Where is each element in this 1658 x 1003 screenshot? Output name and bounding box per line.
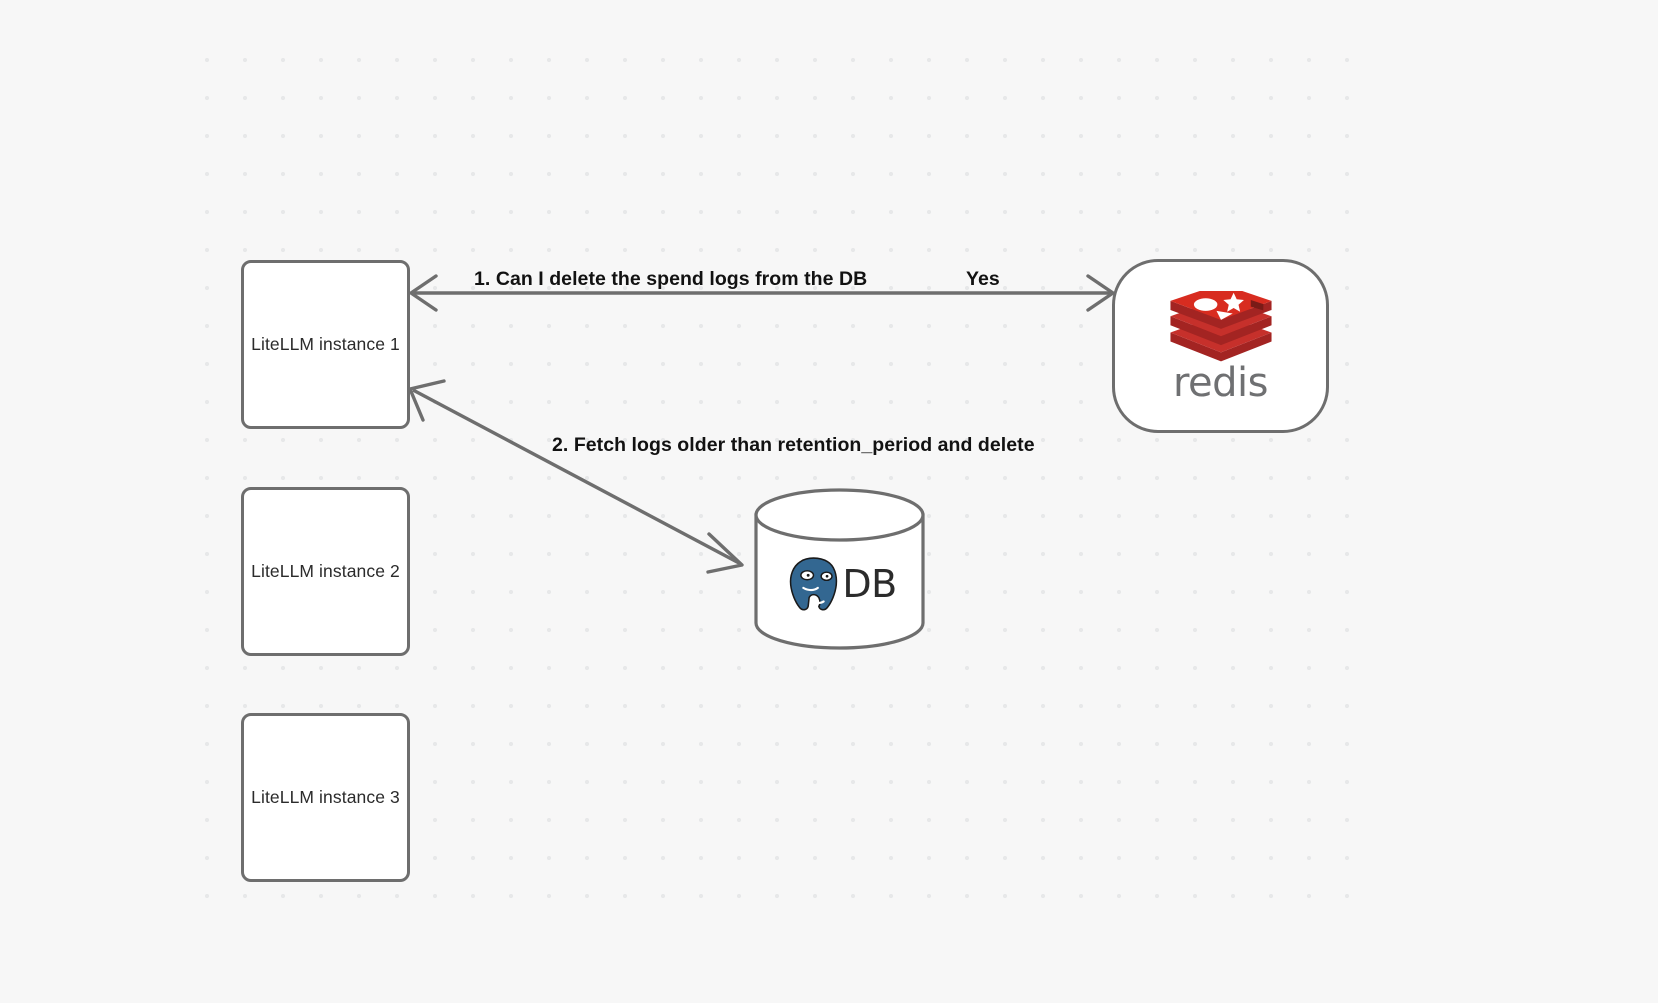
- node-label: LiteLLM instance 1: [251, 334, 400, 354]
- db-label: DB: [842, 562, 897, 606]
- node-litellm-instance-1[interactable]: LiteLLM instance 1: [241, 260, 410, 429]
- node-litellm-instance-2[interactable]: LiteLLM instance 2: [241, 487, 410, 656]
- node-label: LiteLLM instance 3: [251, 787, 400, 807]
- node-redis[interactable]: redis: [1112, 259, 1329, 433]
- edge-label-step-1: 1. Can I delete the spend logs from the …: [474, 268, 868, 290]
- node-db[interactable]: DB: [753, 487, 926, 651]
- edge-label-reply-yes: Yes: [966, 268, 1000, 290]
- db-content: DB: [753, 487, 926, 651]
- redis-wordmark: redis: [1172, 360, 1269, 406]
- redis-logo-icon: [1169, 291, 1272, 362]
- edge-label-step-2: 2. Fetch logs older than retention_perio…: [552, 434, 1035, 456]
- node-label: LiteLLM instance 2: [251, 561, 400, 581]
- postgresql-elephant-icon: [787, 554, 840, 613]
- node-litellm-instance-3[interactable]: LiteLLM instance 3: [241, 713, 410, 882]
